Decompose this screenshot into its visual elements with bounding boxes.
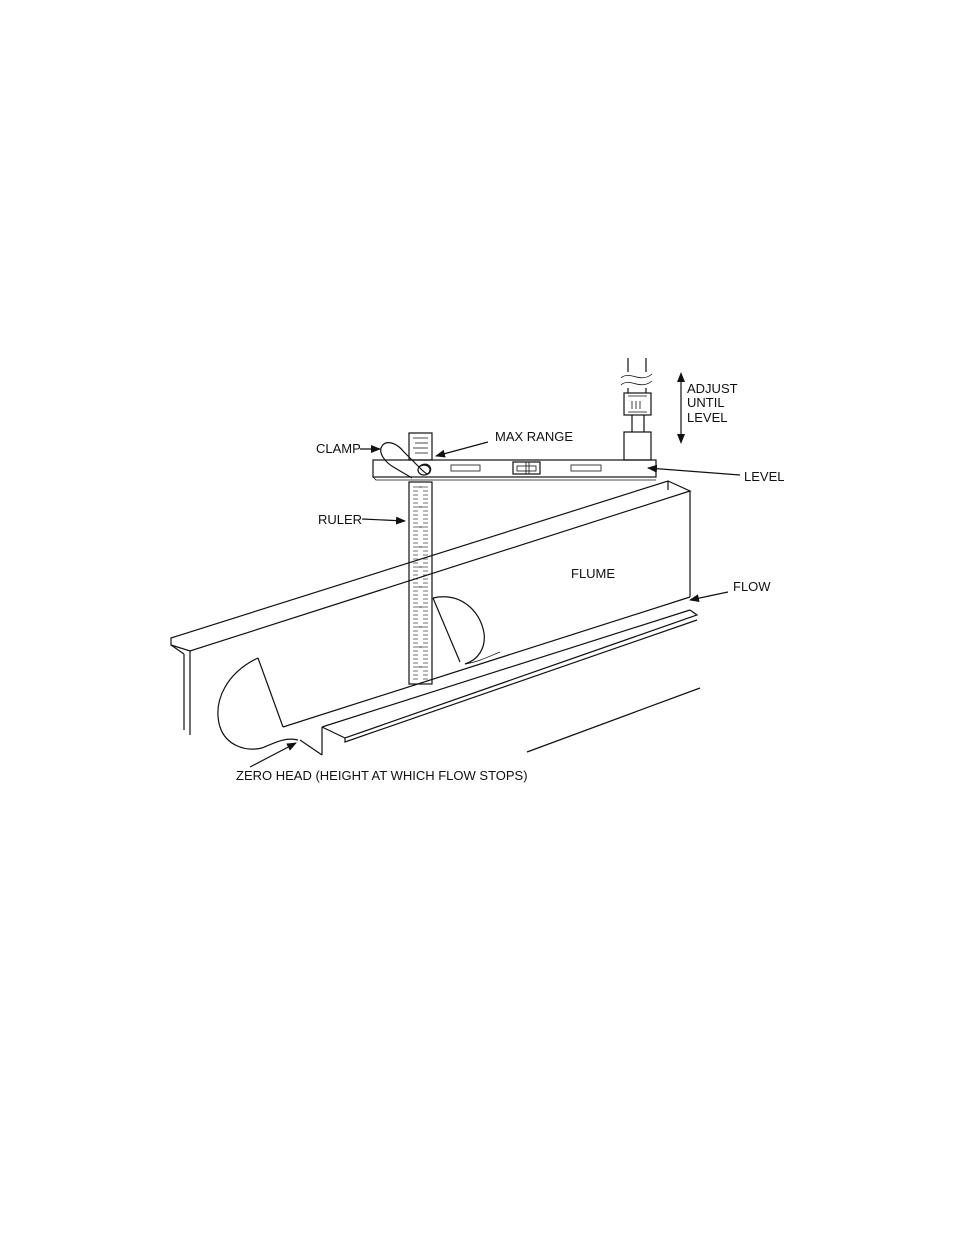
flume-label: FLUME [571, 566, 615, 581]
zero-head-label: ZERO HEAD (HEIGHT AT WHICH FLOW STOPS) [236, 768, 528, 783]
level-label: LEVEL [744, 469, 784, 484]
adjust-arrow [677, 372, 685, 444]
adjust-label-line3: LEVEL [687, 410, 727, 425]
adjust-label-line1: ADJUST [687, 381, 738, 396]
flow-label: FLOW [733, 579, 771, 594]
max-range-label: MAX RANGE [495, 429, 573, 444]
flume-body [171, 481, 700, 755]
ruler-top [409, 433, 432, 460]
adjust-rod [621, 358, 652, 460]
ruler [409, 482, 432, 684]
ruler-label: RULER [318, 512, 362, 527]
adjust-label-line2: UNTIL [687, 395, 725, 410]
clamp-label: CLAMP [316, 441, 361, 456]
